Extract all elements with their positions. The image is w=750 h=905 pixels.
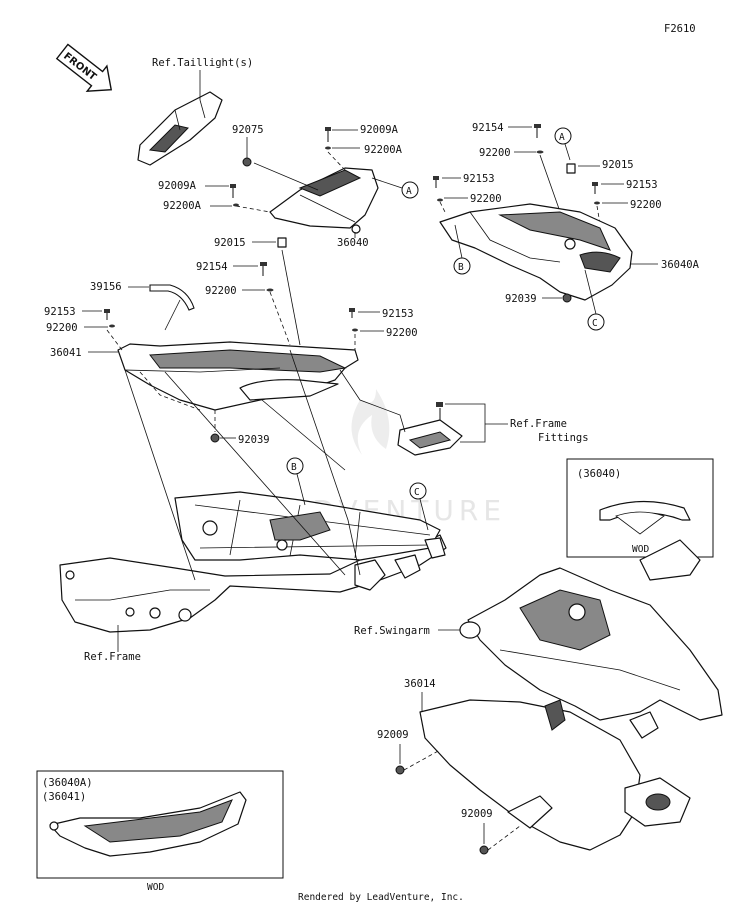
bolt-92153-r1 — [433, 176, 443, 202]
bolt-92009-b — [479, 845, 489, 855]
inset-36040a-box — [36, 770, 284, 879]
label-92200-mid: 92200 — [205, 285, 237, 297]
label-92153-left: 92153 — [44, 306, 76, 318]
label-92153-r2: 92153 — [626, 179, 658, 191]
label-92009a-top: 92009A — [360, 124, 399, 136]
nut-92039-mid — [210, 433, 220, 443]
label-92154-mid: 92154 — [196, 261, 228, 273]
label-92154-right: 92154 — [472, 122, 504, 134]
ref-frame-fittings-2: Fittings — [538, 432, 589, 444]
callout-b-frame — [286, 457, 304, 475]
side-cover-36041 — [117, 341, 359, 411]
nut-92039-right — [562, 293, 572, 303]
bolt-92153-r2 — [592, 182, 600, 205]
callout-c-frame — [409, 482, 427, 500]
label-92200-r1: 92200 — [470, 193, 502, 205]
callout-b-frame-text: B — [291, 462, 297, 473]
label-92200a-top: 92200A — [364, 144, 403, 156]
label-92075: 92075 — [232, 124, 264, 136]
inset-36040a-label: (36040A) — [42, 777, 93, 789]
figure-code: F2610 — [664, 23, 696, 35]
label-92009a-left: 92009A — [158, 180, 197, 192]
callout-a-right — [554, 127, 572, 145]
taillight-part — [137, 91, 223, 166]
callout-a-right-text: A — [559, 132, 565, 143]
screw-92009a-top — [325, 127, 331, 150]
washer-92075 — [242, 157, 252, 167]
inset-36040-box — [566, 458, 714, 558]
label-36041: 36041 — [50, 347, 82, 359]
label-92153-r1: 92153 — [463, 173, 495, 185]
swingarm — [459, 539, 723, 721]
callout-c-frame-text: C — [414, 487, 420, 498]
chain-cover-36014 — [419, 699, 691, 851]
ref-taillight-label: Ref.Taillight(s) — [152, 57, 253, 69]
bolt-92154-mid — [260, 262, 274, 292]
label-36040: 36040 — [337, 237, 369, 249]
inset-36040-part — [599, 500, 691, 535]
inset-36040a-wod: WOD — [147, 882, 164, 893]
label-92009-a: 92009 — [377, 729, 409, 741]
inset-36040-wod: WOD — [632, 544, 649, 555]
label-92039-right: 92039 — [505, 293, 537, 305]
inset-36040-label: (36040) — [577, 468, 621, 480]
bolt-92153-midright — [349, 308, 358, 332]
callout-a-left-text: A — [406, 186, 412, 197]
label-39156: 39156 — [90, 281, 122, 293]
label-92200-left: 92200 — [46, 322, 78, 334]
frame — [59, 491, 447, 633]
label-92200-midright: 92200 — [386, 327, 418, 339]
ref-swingarm-label: Ref.Swingarm — [354, 625, 430, 637]
callout-c-right-text: C — [592, 318, 598, 329]
label-92200a-left: 92200A — [163, 200, 202, 212]
collar-92015-mid — [277, 237, 287, 248]
callout-a-left — [401, 181, 419, 199]
screw-92009a-left — [230, 184, 239, 207]
label-92015-mid: 92015 — [214, 237, 246, 249]
inset-36041-label: (36041) — [42, 791, 86, 803]
front-arrow-icon: FRONT — [55, 43, 113, 93]
callout-b-right-text: B — [458, 262, 464, 273]
side-cover-36040a — [439, 203, 633, 301]
label-92009-b: 92009 — [461, 808, 493, 820]
bolt-92154-right — [534, 124, 544, 154]
inset-36040a-part — [49, 791, 247, 857]
ref-frame-label: Ref.Frame — [84, 651, 141, 663]
collar-92015-right — [566, 163, 576, 174]
label-92153-midright: 92153 — [382, 308, 414, 320]
label-92200-right-top: 92200 — [479, 147, 511, 159]
footer-credit: Rendered by LeadVenture, Inc. — [298, 892, 464, 903]
upper-cover-36040 — [269, 167, 379, 234]
frame-fittings — [397, 402, 463, 456]
rubber-strip-39156 — [149, 284, 195, 311]
label-92200-r2: 92200 — [630, 199, 662, 211]
label-36040a: 36040A — [661, 259, 700, 271]
label-92039-mid: 92039 — [238, 434, 270, 446]
bolt-92153-left — [104, 309, 115, 328]
bolt-92009-a — [395, 765, 405, 775]
label-36014: 36014 — [404, 678, 436, 690]
ref-frame-fittings-1: Ref.Frame — [510, 418, 567, 430]
label-92015-right: 92015 — [602, 159, 634, 171]
